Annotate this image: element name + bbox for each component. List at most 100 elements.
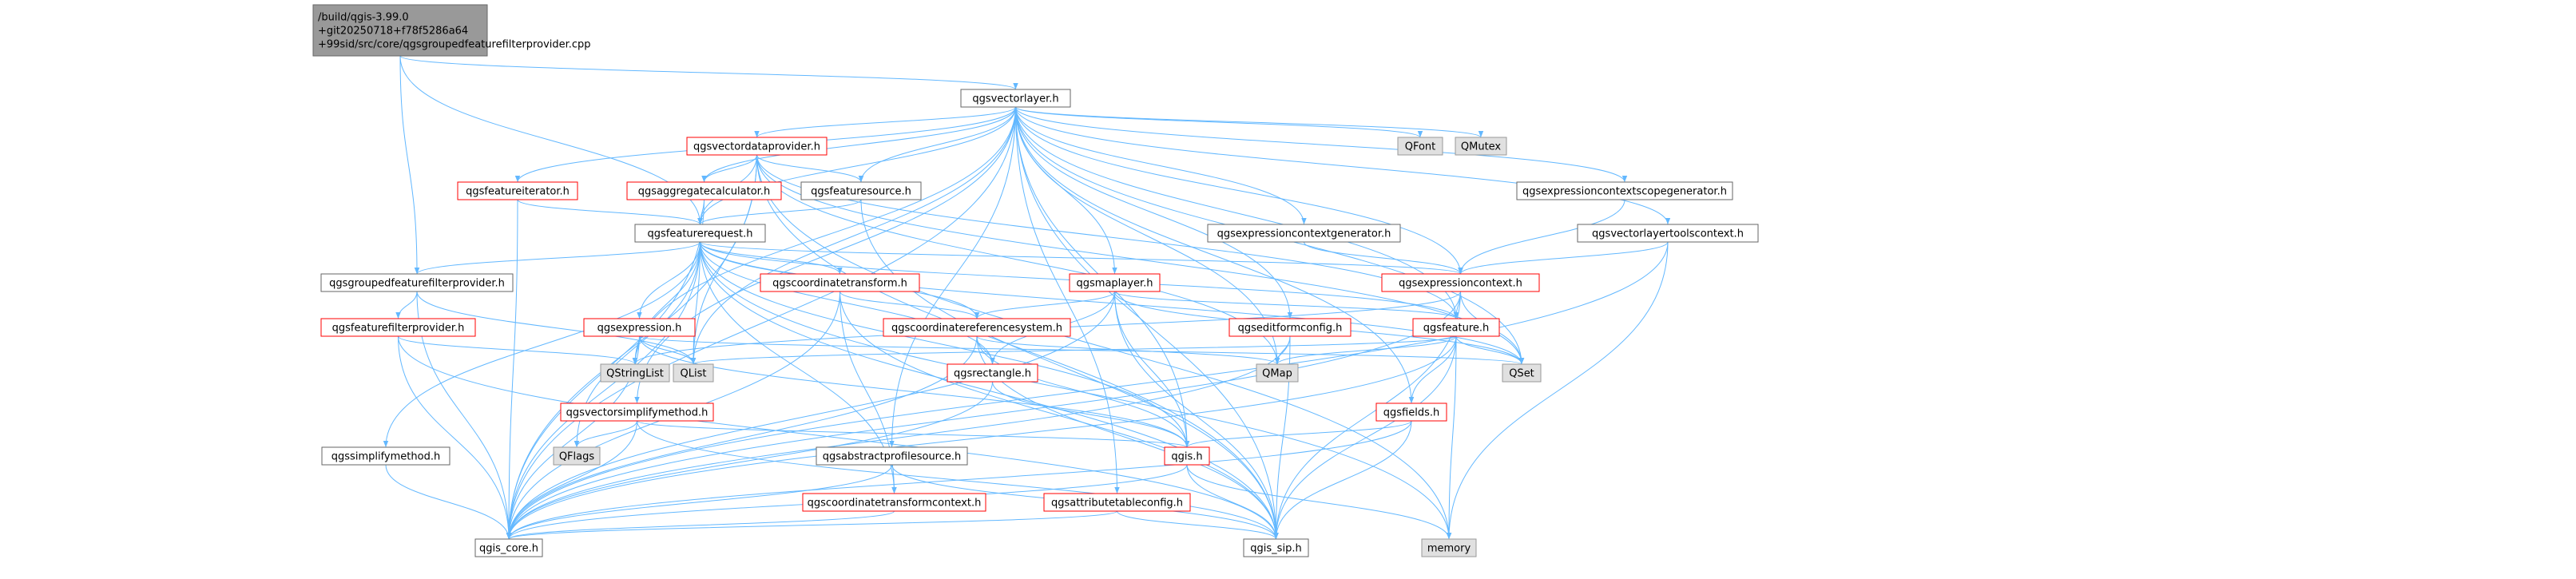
node-label: QFont [1405,141,1436,153]
node-qgis_core[interactable]: qgis_core.h [474,538,543,557]
edge-path [639,335,1190,448]
node-qgscoordinatetransformcontext[interactable]: qgscoordinatetransformcontext.h [802,493,986,512]
edge-path [700,241,1279,540]
node-box [1164,446,1210,466]
node-qgsfeaturesource[interactable]: qgsfeaturesource.h [800,181,922,200]
edge-path [1015,106,1483,138]
edge-path [691,335,1457,365]
edge-path [506,510,895,540]
node-qgsabstractprofilesource[interactable]: qgsabstractprofilesource.h [816,446,968,466]
node-box [1228,318,1352,337]
node-qgsrectangle[interactable]: qgsrectangle.h [947,363,1038,383]
edge-path [1455,335,1525,365]
node-qgssimplifymethod[interactable]: qgssimplifymethod.h [321,446,451,466]
node-label: +99sid/src/core/qgsgroupedfeaturefilterp… [318,39,591,51]
edge-qgsfeature-to-qgis_sip [1273,335,1457,540]
edge-qgsmaplayer-to-qgscrs [974,291,1115,319]
edge-qgsfields-to-qgis_core [506,420,1412,540]
node-label: memory [1427,543,1471,555]
node-label: qgsfeaturerequest.h [648,228,753,240]
edge-path [1273,335,1457,540]
node-box [1256,363,1299,383]
node-box [600,363,670,383]
node-box [760,273,920,292]
edge-qgsexprctxscopegen-to-qgsexpressioncontext [1458,199,1625,275]
edge-qgsmaplayer-to-qgis [1114,291,1190,448]
node-qgsattributetableconfig[interactable]: qgsattributetableconfig.h [1043,493,1191,512]
node-qgsvectorlayertoolscontext[interactable]: qgsvectorlayertoolscontext.h [1577,224,1759,243]
edge-path [637,420,1189,448]
node-box [947,363,1038,383]
node-qgis_sip[interactable]: qgis_sip.h [1243,538,1309,557]
node-box [626,181,782,200]
node-label: qgsabstractprofilesource.h [823,451,962,463]
node-qgsvectorlayer[interactable]: qgsvectorlayer.h [960,89,1071,108]
node-qgseditformconfig[interactable]: qgseditformconfig.h [1228,318,1352,337]
edge-qgsfeaturerequest-to-qgssimplifymethod [383,241,701,448]
edge-qgsvectorlayer-to-qgis_core [506,106,1016,540]
edge-qgsvectorlayer-to-qgsvectordataprovider [754,106,1016,138]
node-qgsfeaturefilterprovider[interactable]: qgsfeaturefilterprovider.h [320,318,476,337]
node-qgsvectorsimplifymethod[interactable]: qgsvectorsimplifymethod.h [560,403,714,422]
edge-path [1273,420,1412,540]
node-box [583,318,696,337]
node-qgsfields[interactable]: qgsfields.h [1375,403,1447,422]
edge-path [574,420,637,448]
edge-path [506,420,637,540]
node-qgscoordinatetransform[interactable]: qgscoordinatetransform.h [760,273,920,292]
node-box [1516,181,1733,200]
node-qgsmaplayer[interactable]: qgsmaplayer.h [1069,273,1161,292]
node-qgsexpressioncontext[interactable]: qgsexpressioncontext.h [1381,273,1540,292]
node-label: qgsfields.h [1383,407,1439,419]
node-qgsvectordataprovider[interactable]: qgsvectordataprovider.h [686,137,828,156]
node-label: qgsattributetableconfig.h [1051,498,1183,510]
edge-qgsfeaturesource-to-qgis_sip [860,199,1279,540]
node-label: qgsfeatureiterator.h [466,186,570,198]
edge-qgseditformconfig-to-qgis_core [506,335,1291,540]
node-qgsaggregatecalculator[interactable]: qgsaggregatecalculator.h [626,181,782,200]
edge-path [506,335,1291,540]
edge-qgsvectorlayer-to-qfont [1015,106,1423,138]
edge-path [700,241,1190,448]
node-qgsfeaturerequest[interactable]: qgsfeaturerequest.h [634,224,766,243]
node-qgis[interactable]: qgis.h [1164,446,1210,466]
edge-path [506,241,701,540]
edge-qgsfeaturerequest-to-qset [700,241,1525,365]
node-qgscrs[interactable]: qgscoordinatereferencesystem.h [883,318,1071,337]
edge-path [700,241,1452,540]
node-label: qgsaggregatecalculator.h [638,186,770,198]
node-qgsexprctxgen[interactable]: qgsexpressioncontextgenerator.h [1207,224,1401,243]
edge-path [632,241,701,365]
node-qgsexpression[interactable]: qgsexpression.h [583,318,696,337]
node-label: QMutex [1461,141,1502,153]
node-qgsfeatureiterator[interactable]: qgsfeatureiterator.h [457,181,578,200]
node-label: qgsvectorlayer.h [972,93,1058,105]
node-label: qgscoordinatetransformcontext.h [808,498,982,510]
node-label: QFlags [559,451,595,463]
edge-path [399,55,420,275]
edge-qgsvectordataprovider-to-qgis_sip [756,154,1279,540]
edge-qgsfeaturesource-to-qgsfeaturerequest [697,199,862,225]
edge-path [517,199,703,225]
edge-path [399,55,1018,90]
node-qgsexprctxscopegen[interactable]: qgsexpressioncontextscopegenerator.h [1516,181,1733,200]
node-label: qgseditformconfig.h [1238,323,1343,335]
node-label: QSet [1509,368,1534,380]
node-box [1207,224,1401,243]
edge-path [1015,106,1280,365]
edge-qgsexpression-to-qgis [639,335,1190,448]
node-box [1455,137,1507,156]
node-qgsfeature[interactable]: qgsfeature.h [1412,318,1500,337]
node-qgsgroupedffp[interactable]: qgsgroupedfeaturefilterprovider.h [320,273,514,292]
node-box [1069,273,1161,292]
edge-qgsrectangle-to-qgis [992,381,1190,448]
node-qmutex: QMutex [1455,137,1507,156]
edge-qgis-to-qgis_sip [1186,464,1279,540]
node-label: QStringList [606,368,664,380]
node-label: qgsfeaturesource.h [811,186,911,198]
edge-path [1015,106,1293,319]
node-box [560,403,714,422]
node-label: qgis_core.h [479,543,538,555]
edge-qgsvectorlayer-to-qlist [690,106,1016,365]
edge-qgsvectorlayertoolscontext-to-qgsexpressioncontext [1458,241,1669,275]
